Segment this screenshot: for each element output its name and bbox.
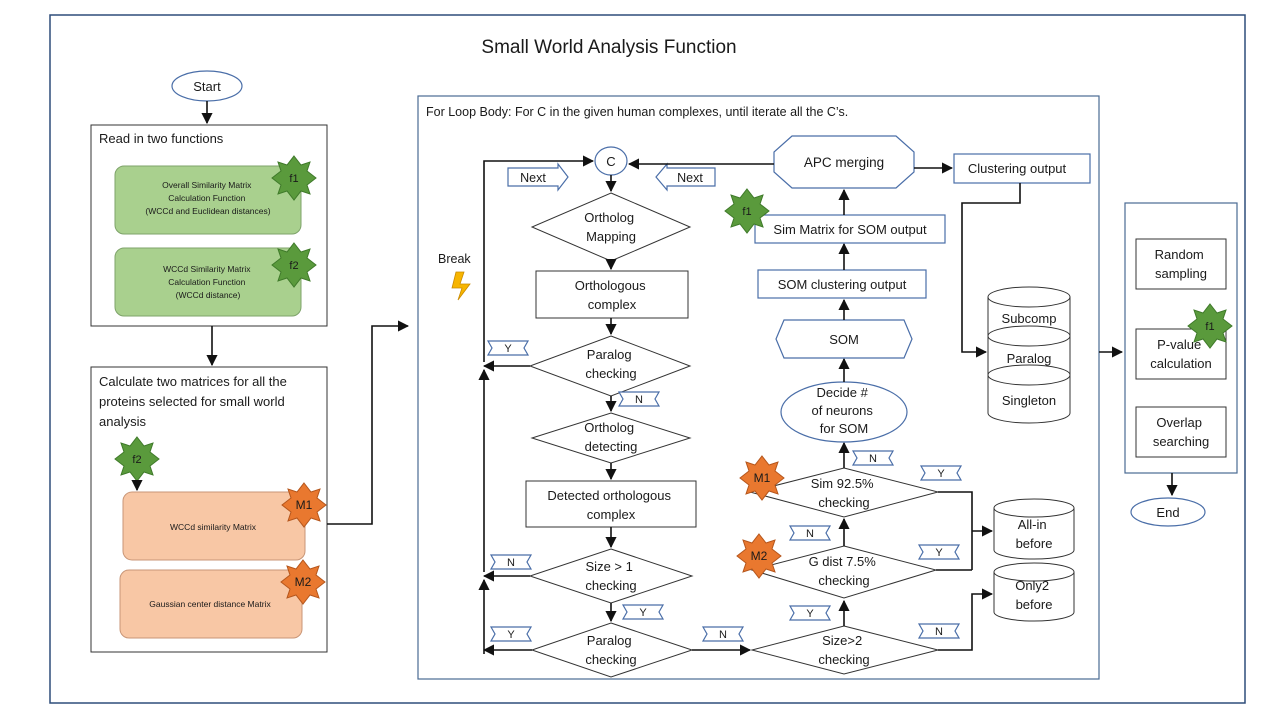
pvalue-label: P-value calculation [1150,337,1211,371]
loop-body-title: For Loop Body: For C in the given human … [426,105,848,119]
som-label: SOM [829,332,859,347]
next-tag-left [507,162,569,192]
sim-matrix-som-box [754,214,946,244]
svg-text:Y: Y [937,468,945,480]
decide-neurons-label: Decide # of neurons for SOM [811,385,876,436]
gaussian-matrix-label: Gaussian center distance Matrix [149,599,271,609]
detected-complex-box [525,480,697,528]
n-tag-size1: N [489,554,533,570]
svg-text:N: N [869,453,877,465]
calc-matrices-title: Calculate two matrices for all the prote… [99,374,290,429]
end-node [1130,497,1206,527]
svg-text:Y: Y [935,547,943,559]
n-tag-paralog2: N [701,626,745,642]
m2-badge-loop-label: M2 [751,549,768,563]
gaussian-matrix-box [119,569,303,639]
function1-label: Overall Similarity Matrix Calculation Fu… [145,180,270,216]
database-stack-icon [987,286,1071,424]
paralog-checking-1-label: Paralog checking [585,347,636,381]
clustering-output-box [953,153,1091,184]
db-paralog-label: Paralog [1007,351,1052,366]
next-tag-right [655,162,716,192]
f1-badge-som-label: f1 [742,206,751,218]
start-label: Start [193,79,221,94]
random-sampling-label: Random sampling [1155,247,1208,281]
paralog-checking-2-label: Paralog checking [585,633,636,667]
size2-checking-label: Size>2 checking [818,633,869,667]
f1-badge-label: f1 [289,173,298,185]
svg-text:Y: Y [504,343,512,355]
y-tag-paralog2: Y [489,626,533,642]
next-label-right: Next [677,171,703,185]
function1-box [114,165,302,235]
detected-complex-label: Detected orthologous complex [547,488,674,522]
ortholog-detecting-label: Ortholog detecting [584,420,638,454]
m2-badge-label: M2 [295,575,312,589]
svg-text:Y: Y [806,608,814,620]
read-functions-title: Read in two functions [99,131,224,146]
n-tag-paralog1: N [617,391,661,407]
y-tag-paralog1: Y [486,340,530,356]
m1-badge-loop-label: M1 [754,471,771,485]
svg-text:N: N [806,528,814,540]
svg-text:N: N [935,626,943,638]
f2-badge-label: f2 [289,260,298,272]
db-subcomp-label: Subcomp [1002,311,1057,326]
n-tag-gdist: N [788,525,832,541]
all-in-cylinder-icon [993,498,1075,560]
size2-checking-diamond [750,625,939,675]
db-singleton-label: Singleton [1002,393,1056,408]
paralog-checking-2-diamond [530,622,694,678]
n-tag-size2: N [917,623,961,639]
f2-badge-calc-label: f2 [132,454,141,466]
sim-checking-label: Sim 92.5% checking [811,476,878,510]
som-output-box [757,269,927,299]
gdist-checking-label: G dist 7.5% checking [809,554,880,588]
svg-text:N: N [635,394,643,406]
only2-label: Only2 before [1015,578,1053,612]
y-tag-size2: Y [788,605,832,621]
gdist-checking-diamond [750,545,938,599]
overlap-label: Overlap searching [1153,415,1209,449]
svg-text:Y: Y [639,607,647,619]
wccd-matrix-label: WCCd similarity Matrix [170,522,257,532]
y-tag-gdist: Y [917,544,961,560]
function2-label: WCCd Similarity Matrix Calculation Funct… [163,264,253,300]
only2-cylinder-icon [993,562,1075,622]
y-tag-size1: Y [621,604,665,620]
sim-checking-diamond [748,467,940,518]
loop-body-box [417,95,1100,680]
function2-box [114,247,302,317]
sim-matrix-som-label: Sim Matrix for SOM output [773,222,927,237]
y-tag-sim: Y [919,465,963,481]
end-label: End [1156,505,1179,520]
break-label: Break [438,252,471,266]
apc-merging-label: APC merging [804,155,884,170]
clustering-output-label: Clustering output [968,161,1067,176]
svg-text:N: N [719,629,727,641]
c-node-label: C [606,154,615,169]
orthologous-complex-label: Orthologous complex [575,278,649,312]
diagram-title: Small World Analysis Function [481,37,736,58]
ortholog-mapping-label: Ortholog Mapping [584,210,638,244]
size1-checking-label: Size > 1 checking [585,559,636,593]
random-sampling-box [1135,238,1227,290]
n-tag-sim: N [851,450,895,466]
lightning-icon [451,271,471,301]
som-node [775,319,913,359]
f1-badge-pvalue-label: f1 [1205,321,1214,333]
apc-merging-node [773,135,915,189]
overlap-box [1135,406,1227,458]
next-label-left: Next [520,171,546,185]
all-in-label: All-in before [1016,517,1053,551]
orthologous-complex-box [535,270,689,319]
m1-badge-label: M1 [296,498,313,512]
som-output-label: SOM clustering output [778,277,907,292]
svg-text:Y: Y [507,629,515,641]
svg-text:N: N [507,557,515,569]
